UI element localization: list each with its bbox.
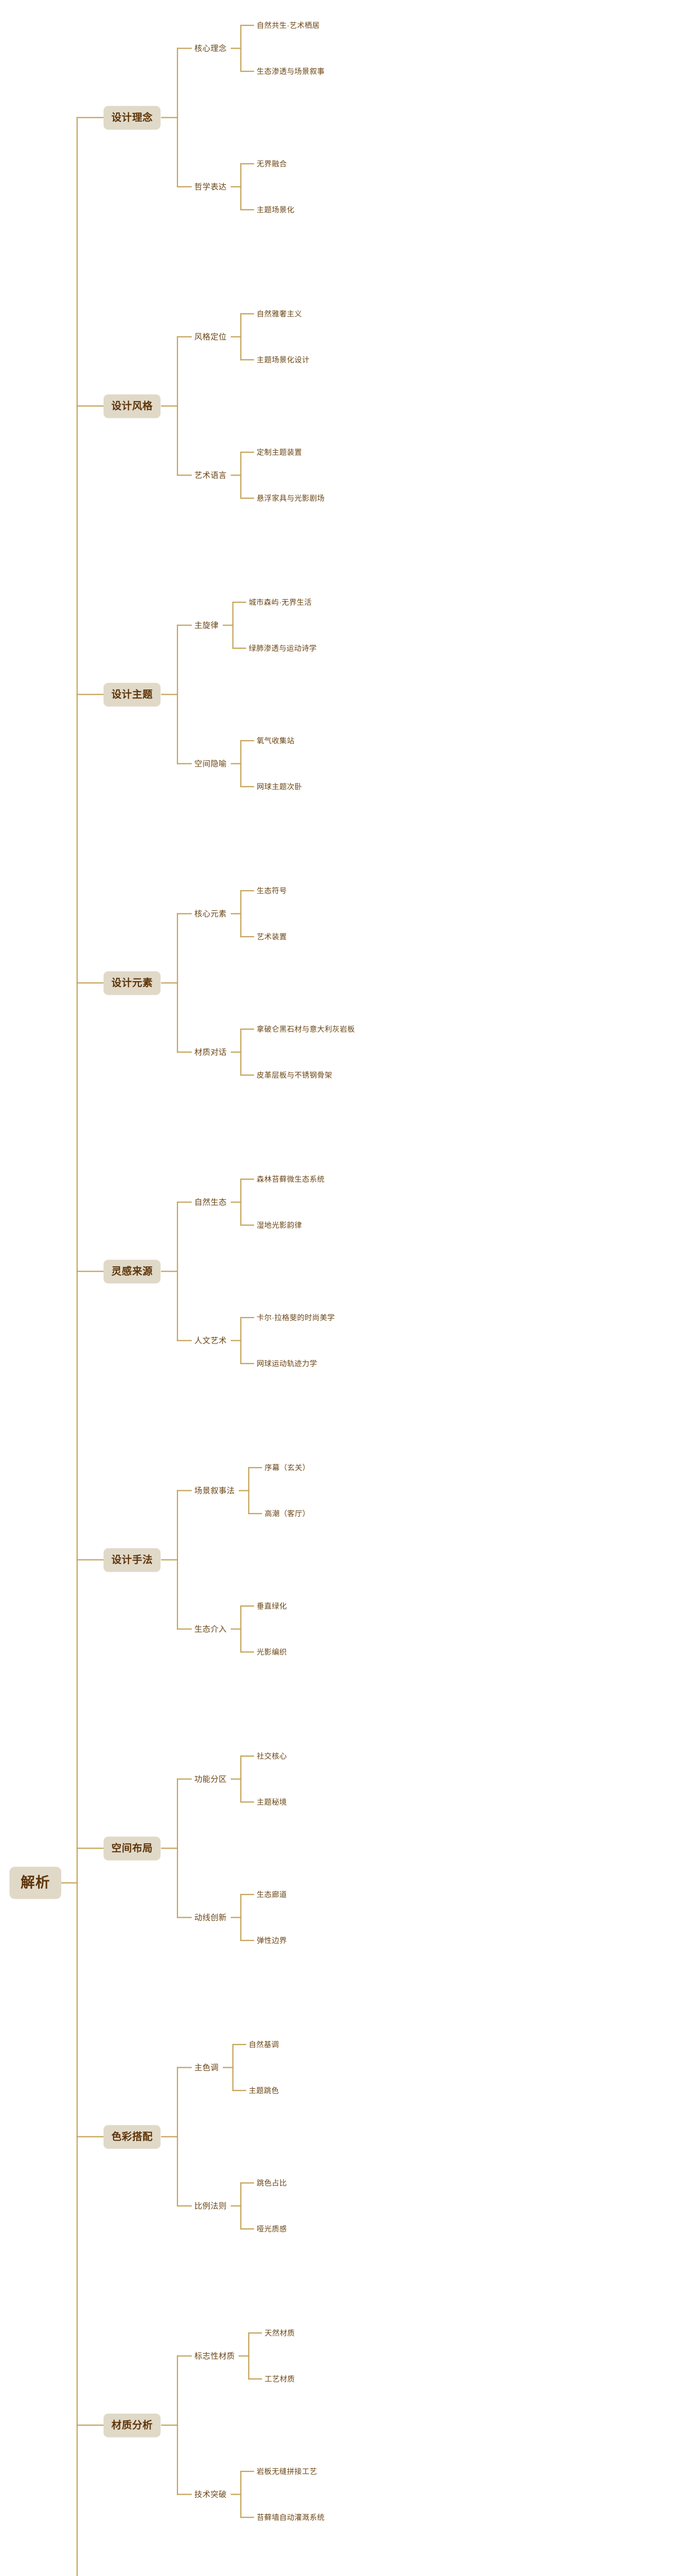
root-node: 解析: [10, 1866, 61, 1899]
subtopic-node-8-2[interactable]: 比例法则: [194, 2201, 227, 2210]
subtopic-node-5-2[interactable]: 人文艺术: [194, 1336, 227, 1345]
leaf-node-3-1-2[interactable]: 绿肺渗透与运动诗学: [249, 644, 317, 652]
subtopic-node-7-2[interactable]: 动线创新: [194, 1913, 227, 1922]
leaf-node-5-1-1[interactable]: 森林苔藓微生态系统: [257, 1175, 325, 1183]
subtopic-node-1-1[interactable]: 核心理念: [194, 44, 227, 53]
leaf-node-7-1-2[interactable]: 主题秘境: [257, 1798, 287, 1806]
leaf-node-9-2-2[interactable]: 苔藓墙自动灌溉系统: [257, 2513, 325, 2522]
leaf-node-4-1-2[interactable]: 艺术装置: [257, 932, 287, 941]
branch-node-9[interactable]: 材质分析: [104, 2413, 161, 2437]
subtopic-node-6-1[interactable]: 场景叙事法: [194, 1486, 235, 1495]
leaf-node-6-2-2[interactable]: 光影编织: [257, 1648, 287, 1656]
leaf-node-6-2-1[interactable]: 垂直绿化: [257, 1602, 287, 1610]
leaf-node-3-2-2[interactable]: 网球主题次卧: [257, 782, 302, 791]
subtopic-node-3-1[interactable]: 主旋律: [194, 621, 219, 630]
leaf-node-5-1-2[interactable]: 湿地光影韵律: [257, 1221, 302, 1229]
leaf-node-9-2-1[interactable]: 岩板无缝拼接工艺: [257, 2467, 317, 2476]
branch-node-2[interactable]: 设计风格: [104, 394, 161, 418]
branch-node-1[interactable]: 设计理念: [104, 106, 161, 129]
leaf-node-1-2-2[interactable]: 主题场景化: [257, 206, 295, 214]
branch-node-7[interactable]: 空间布局: [104, 1836, 161, 1860]
branch-node-8[interactable]: 色彩搭配: [104, 2125, 161, 2149]
subtopic-node-9-2[interactable]: 技术突破: [194, 2490, 227, 2499]
leaf-node-6-1-2[interactable]: 高潮（客厅）: [265, 1509, 310, 1518]
leaf-node-7-1-1[interactable]: 社交核心: [257, 1752, 287, 1760]
leaf-node-8-1-1[interactable]: 自然基调: [249, 2040, 279, 2049]
subtopic-node-6-2[interactable]: 生态介入: [194, 1625, 227, 1634]
subtopic-node-1-2[interactable]: 哲学表达: [194, 182, 227, 191]
leaf-node-1-1-1[interactable]: 自然共生·艺术栖居: [257, 21, 320, 30]
leaf-node-5-2-2[interactable]: 网球运动轨迹力学: [257, 1359, 317, 1368]
leaf-node-3-2-1[interactable]: 氧气收集站: [257, 736, 295, 745]
branch-node-3[interactable]: 设计主题: [104, 683, 161, 706]
subtopic-node-2-2[interactable]: 艺术语言: [194, 471, 227, 480]
leaf-node-8-1-2[interactable]: 主题跳色: [249, 2086, 279, 2095]
leaf-node-7-2-1[interactable]: 生态廊道: [257, 1890, 287, 1899]
leaf-node-8-2-2[interactable]: 哑光质感: [257, 2225, 287, 2233]
leaf-node-7-2-2[interactable]: 弹性边界: [257, 1936, 287, 1945]
leaf-node-1-1-2[interactable]: 生态渗透与场景叙事: [257, 67, 325, 76]
leaf-node-4-2-2[interactable]: 皮革层板与不锈钢骨架: [257, 1071, 332, 1079]
leaf-node-3-1-1[interactable]: 城市森屿·无界生活: [249, 598, 312, 606]
subtopic-node-8-1[interactable]: 主色调: [194, 2063, 219, 2072]
leaf-node-4-2-1[interactable]: 拿破仑黑石材与意大利灰岩板: [257, 1025, 355, 1033]
leaf-node-9-1-2[interactable]: 工艺材质: [265, 2375, 295, 2383]
subtopic-node-3-2[interactable]: 空间隐喻: [194, 759, 227, 768]
subtopic-node-7-1[interactable]: 功能分区: [194, 1775, 227, 1784]
subtopic-node-9-1[interactable]: 标志性材质: [194, 2351, 235, 2360]
subtopic-node-4-2[interactable]: 材质对话: [194, 1048, 227, 1057]
leaf-node-8-2-1[interactable]: 跳色占比: [257, 2179, 287, 2187]
branch-node-5[interactable]: 灵感来源: [104, 1259, 161, 1283]
leaf-node-2-1-2[interactable]: 主题场景化设计: [257, 356, 310, 364]
leaf-node-2-2-2[interactable]: 悬浮家具与光影剧场: [257, 494, 325, 502]
branch-node-4[interactable]: 设计元素: [104, 971, 161, 995]
leaf-node-9-1-1[interactable]: 天然材质: [265, 2329, 295, 2337]
leaf-node-1-2-1[interactable]: 无界融合: [257, 160, 287, 168]
subtopic-node-2-1[interactable]: 风格定位: [194, 332, 227, 341]
leaf-node-5-2-1[interactable]: 卡尔·拉格斐的时尚美学: [257, 1313, 335, 1322]
subtopic-node-5-1[interactable]: 自然生态: [194, 1198, 227, 1207]
subtopic-node-4-1[interactable]: 核心元素: [194, 909, 227, 918]
leaf-node-6-1-1[interactable]: 序幕（玄关）: [265, 1463, 310, 1472]
leaf-node-4-1-1[interactable]: 生态符号: [257, 886, 287, 895]
branch-node-6[interactable]: 设计手法: [104, 1548, 161, 1572]
leaf-node-2-1-1[interactable]: 自然雅奢主义: [257, 310, 302, 318]
leaf-node-2-2-1[interactable]: 定制主题装置: [257, 448, 302, 456]
